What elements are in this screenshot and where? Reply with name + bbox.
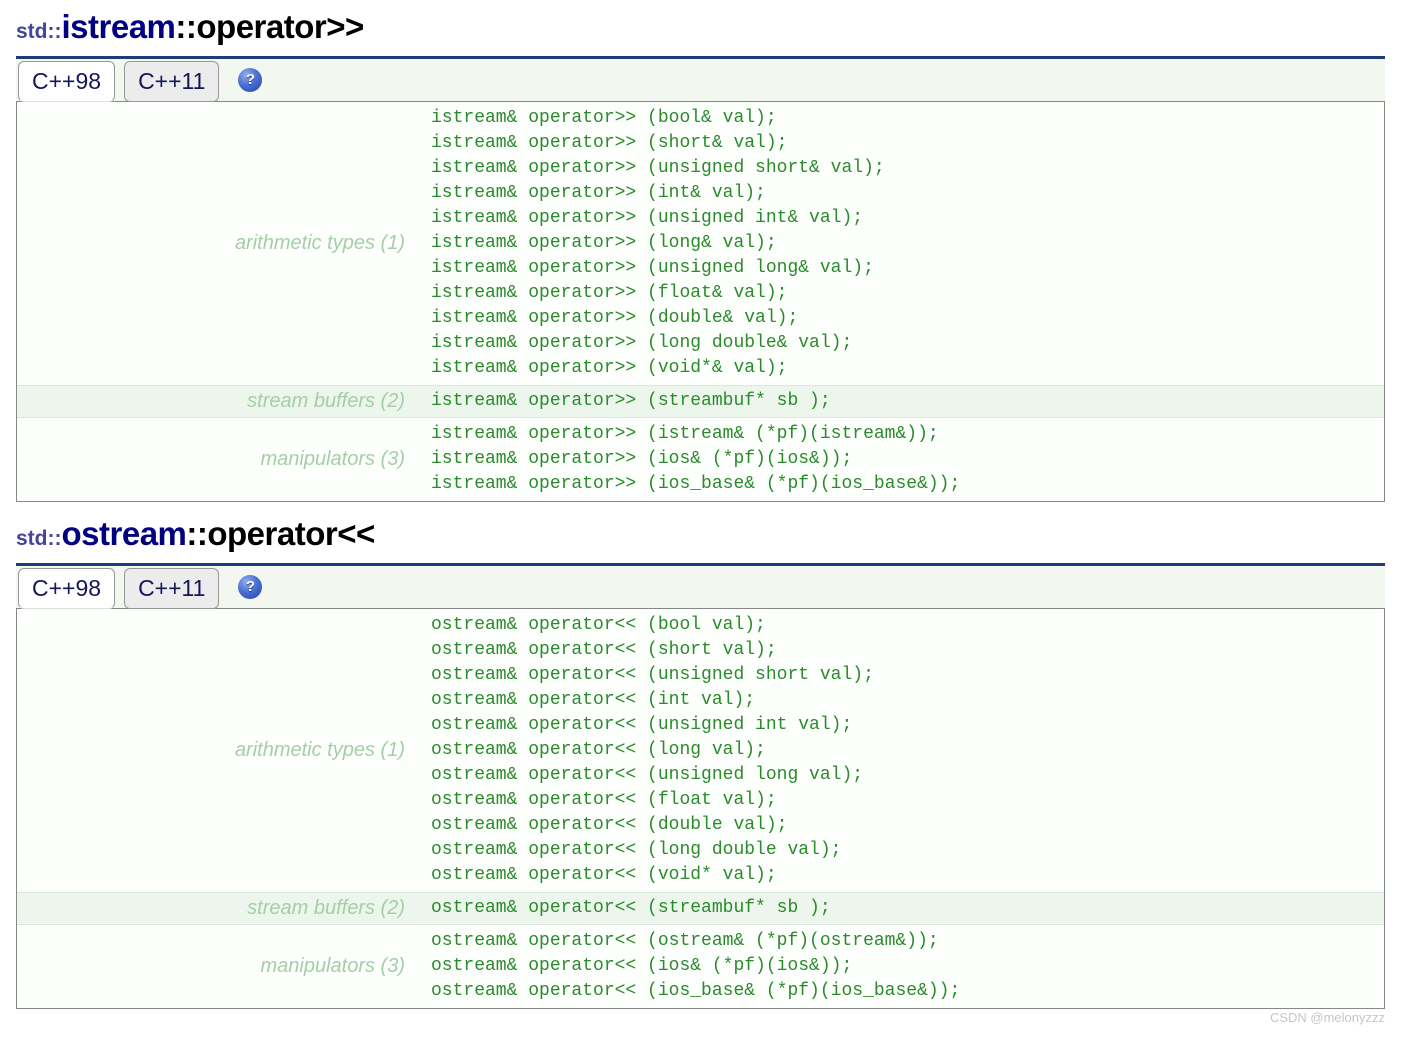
code-line: istream& operator>> (istream& (*pf)(istr… [431,423,939,444]
title-class-name: istream [61,8,176,45]
code-line: istream& operator>> (void*& val); [431,357,788,378]
title-member-name: ::operator<< [186,514,375,552]
page-title-istream: std::istream::operator>> [16,8,1385,46]
tab-cpp98[interactable]: C++98 [18,567,116,609]
code-line: ostream& operator<< (int val); [431,689,756,710]
row-label: manipulators (3) [260,954,405,977]
page-title-ostream: std::ostream::operator<< [16,515,1385,553]
code-line: ostream& operator<< (ios_base& (*pf)(ios… [431,980,961,1001]
code-line: istream& operator>> (bool& val); [431,107,777,128]
code-line: istream& operator>> (unsigned short& val… [431,157,885,178]
declaration-row: arithmetic types (1) ostream& operator<< … [17,609,1384,892]
code-line: ostream& operator<< (unsigned long val); [431,764,864,785]
row-code: ostream& operator<< (bool val); ostream& … [431,613,874,888]
section-ostream: std::ostream::operator<< C++98 C++11 ? a… [16,515,1385,1009]
title-class-name: ostream [61,514,187,552]
code-line: ostream& operator<< (float val); [431,789,777,810]
row-label: arithmetic types (1) [234,738,405,761]
tab-cpp11[interactable]: C++11 [124,60,220,102]
code-line: istream& operator>> (unsigned long& val)… [431,257,874,278]
declaration-row: stream buffers (2) ostream& operator<< (s… [17,891,1384,925]
code-line: ostream& operator<< (ostream& (*pf)(ostr… [431,930,939,951]
tab-cpp98[interactable]: C++98 [18,60,116,102]
code-line: ostream& operator<< (unsigned int val); [431,714,853,735]
declarations-table: arithmetic types (1) istream& operator>> … [16,100,1385,502]
section-istream: std::istream::operator>> C++98 C++11 ? a… [16,8,1385,502]
title-std-prefix: std:: [16,20,62,43]
code-line: ostream& operator<< (short val); [431,639,777,660]
page: std::istream::operator>> C++98 C++11 ? a… [16,8,1385,1009]
declaration-row: arithmetic types (1) istream& operator>> … [17,102,1384,385]
title-std-prefix: std:: [16,526,62,550]
declaration-row: manipulators (3) ostream& operator<< (ost… [17,925,1384,1008]
row-code: istream& operator>> (streambuf* sb ); [431,389,831,414]
code-line: ostream& operator<< (unsigned short val)… [431,664,874,685]
code-line: istream& operator>> (streambuf* sb ); [431,390,831,411]
row-label: manipulators (3) [260,447,405,470]
code-line: ostream& operator<< (double val); [431,814,788,835]
title-member-name: ::operator>> [175,8,364,45]
row-code: ostream& operator<< (streambuf* sb ); [431,896,831,921]
code-line: istream& operator>> (int& val); [431,182,766,203]
code-line: ostream& operator<< (ios& (*pf)(ios&)); [431,955,853,976]
code-line: istream& operator>> (unsigned int& val); [431,207,864,228]
version-tabstrip: C++98 C++11 ? [16,562,1385,609]
code-line: istream& operator>> (long& val); [431,232,777,253]
declarations-table: arithmetic types (1) ostream& operator<< … [16,607,1385,1009]
row-code: istream& operator>> (istream& (*pf)(istr… [431,422,960,497]
code-line: ostream& operator<< (long val); [431,739,766,760]
declaration-row: stream buffers (2) istream& operator>> (s… [17,384,1384,418]
code-line: istream& operator>> (double& val); [431,307,799,328]
code-line: istream& operator>> (short& val); [431,132,788,153]
row-code: istream& operator>> (bool& val); istream&… [431,106,885,381]
code-line: istream& operator>> (long double& val); [431,332,853,353]
code-line: ostream& operator<< (bool val); [431,614,766,635]
declaration-row: manipulators (3) istream& operator>> (ist… [17,418,1384,501]
watermark: CSDN @melonyzzz [1269,1010,1385,1025]
row-label: stream buffers (2) [247,896,405,919]
version-tabstrip: C++98 C++11 ? [16,55,1385,102]
tab-cpp11[interactable]: C++11 [124,567,220,609]
code-line: ostream& operator<< (void* val); [431,864,777,885]
help-icon[interactable]: ? [238,574,263,599]
help-icon[interactable]: ? [238,67,263,92]
code-line: istream& operator>> (ios& (*pf)(ios&)); [431,448,853,469]
row-code: ostream& operator<< (ostream& (*pf)(ostr… [431,929,960,1004]
code-line: istream& operator>> (ios_base& (*pf)(ios… [431,473,961,494]
row-label: arithmetic types (1) [234,231,405,254]
row-label: stream buffers (2) [247,389,405,412]
code-line: ostream& operator<< (streambuf* sb ); [431,897,831,918]
code-line: ostream& operator<< (long double val); [431,839,842,860]
code-line: istream& operator>> (float& val); [431,282,788,303]
